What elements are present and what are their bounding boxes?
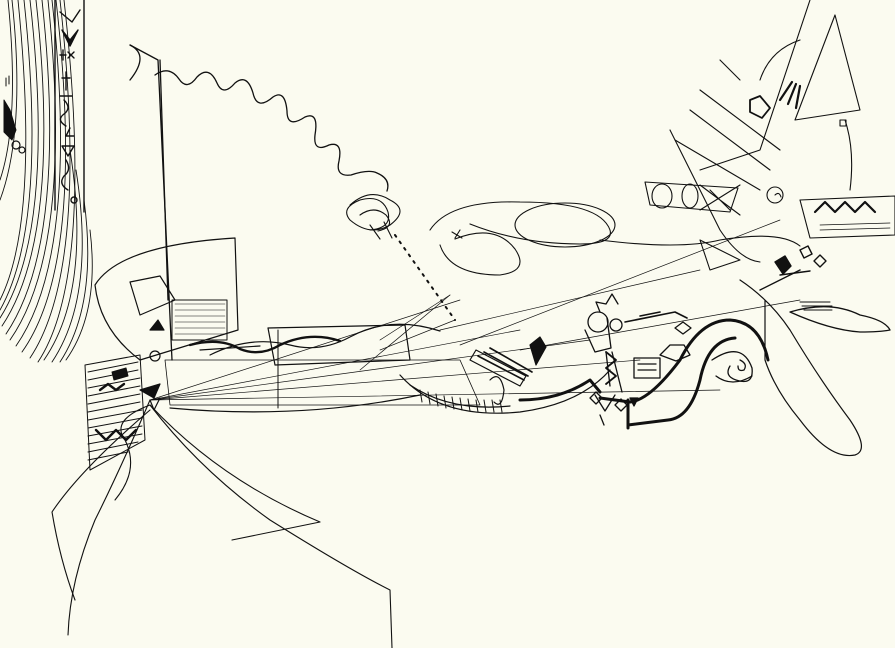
hatched-slab (85, 355, 145, 470)
glyph-column (55, 0, 84, 212)
loop-ellipses (430, 202, 800, 275)
scribble-cluster (347, 195, 400, 239)
hatched-bowl (400, 337, 610, 413)
right-loop-curve (740, 280, 861, 456)
tall-spire (130, 45, 172, 360)
ornament-left (140, 320, 164, 410)
spiral-ornament (712, 352, 752, 382)
left-curved-hatching (0, 0, 92, 362)
dotted-line (395, 235, 455, 320)
upper-right-structure (645, 0, 895, 270)
right-leaf (790, 307, 890, 332)
face-figure (585, 294, 687, 425)
thin-diagonals (380, 220, 800, 350)
converging-lines (150, 295, 720, 400)
right-glyph-cluster (760, 246, 826, 290)
left-black-mark (4, 76, 25, 153)
sweeping-curves (52, 400, 392, 648)
squiggle-line (155, 71, 388, 191)
black-arch (600, 320, 768, 428)
face-side-glyphs (590, 322, 691, 411)
right-leaf-hatch (800, 302, 832, 310)
